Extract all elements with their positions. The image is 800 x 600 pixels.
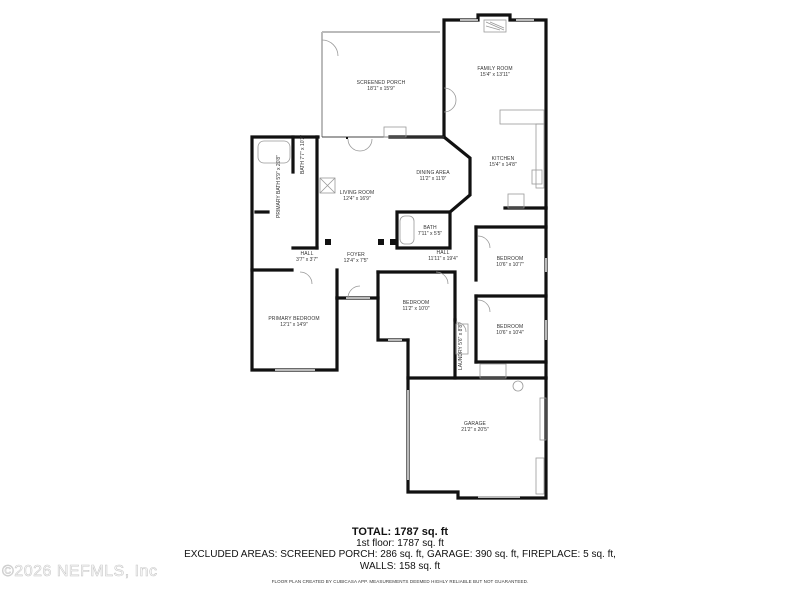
room-dims-bedroom-3: 10'6" x 10'4" (496, 330, 524, 336)
room-label-dining-area: DINING AREA (416, 170, 450, 176)
room-label-bath-2: BATH (423, 225, 437, 231)
room-dims-bath-2: 7'11" x 5'5" (417, 231, 443, 237)
room-label-family-room: FAMILY ROOM (477, 66, 513, 72)
room-dims-dining-area: 11'2" x 11'0" (419, 176, 447, 182)
room-label-bedroom-1: BEDROOM (496, 256, 524, 262)
room-dims-garage: 21'2" x 20'5" (461, 427, 489, 433)
copyright-watermark: ©2026 NEFMLS, Inc (2, 563, 158, 581)
first-floor-area: 1st floor: 1787 sq. ft (356, 538, 444, 549)
room-label-primary-bath: PRIMARY BATH 5'9" x 20'8" (276, 155, 282, 218)
excluded-areas: EXCLUDED AREAS: SCREENED PORCH: 286 sq. … (184, 549, 616, 560)
room-label-bedroom-3: BEDROOM (496, 324, 524, 330)
room-dims-foyer: 12'4" x 7'5" (343, 258, 369, 264)
bathtub-2-icon (399, 215, 415, 245)
wall-garage (406, 338, 548, 500)
bathtub-icon (257, 140, 291, 164)
kitchen-island (499, 109, 545, 125)
wall-living-top (250, 135, 339, 372)
wall-dining-angle (441, 134, 472, 215)
fireplace-icon (483, 19, 507, 33)
wall-bath2 (395, 210, 452, 250)
total-area: TOTAL: 1787 sq. ft (351, 526, 449, 538)
water-heater-icon (512, 380, 524, 392)
room-dims-hall-2: 11'11" x 19'4" (428, 256, 458, 262)
room-label-laundry: LAUNDRY 5'6" x 8'8" (458, 323, 464, 370)
wall-family-kitchen (442, 13, 548, 210)
room-dims-screened-porch: 18'1" x 15'9" (367, 86, 395, 92)
room-dims-family-room: 15'4" x 13'11" (480, 72, 510, 78)
sink-icon (531, 169, 543, 185)
room-label-foyer: FOYER (347, 252, 365, 258)
room-label-garage: GARAGE (464, 421, 486, 427)
room-label-screened-porch: SCREENED PORCH (356, 80, 406, 86)
room-label-primary-bedroom: PRIMARY BEDROOM (268, 316, 320, 322)
wall-bedroom2-top (376, 270, 457, 322)
room-dims-hall-1: 3'7" x 3'7" (296, 257, 318, 263)
room-label-kitchen: KITCHEN (491, 156, 515, 162)
room-label-bath-1: BATH 7'7" x 10'2" (300, 134, 306, 174)
room-dims-bedroom-2: 11'2" x 10'0" (402, 306, 430, 312)
disclaimer: FLOOR PLAN CREATED BY CUBICASA APP. MEAS… (271, 579, 529, 584)
room-dims-primary-bedroom: 12'1" x 14'9" (280, 322, 308, 328)
shower-icon (319, 177, 336, 194)
room-label-hall-2: HALL (436, 250, 450, 256)
walls-area: WALLS: 158 sq. ft (359, 561, 441, 572)
room-dims-bedroom-1: 10'6" x 10'7" (496, 262, 524, 268)
stove-icon (507, 193, 525, 209)
room-label-living-room: LIVING ROOM (339, 190, 375, 196)
room-label-bedroom-2: BEDROOM (402, 300, 430, 306)
room-dims-living-room: 12'4" x 16'9" (343, 196, 371, 202)
room-label-hall-1: HALL (300, 251, 314, 257)
room-dims-kitchen: 15'4" x 14'8" (489, 162, 517, 168)
